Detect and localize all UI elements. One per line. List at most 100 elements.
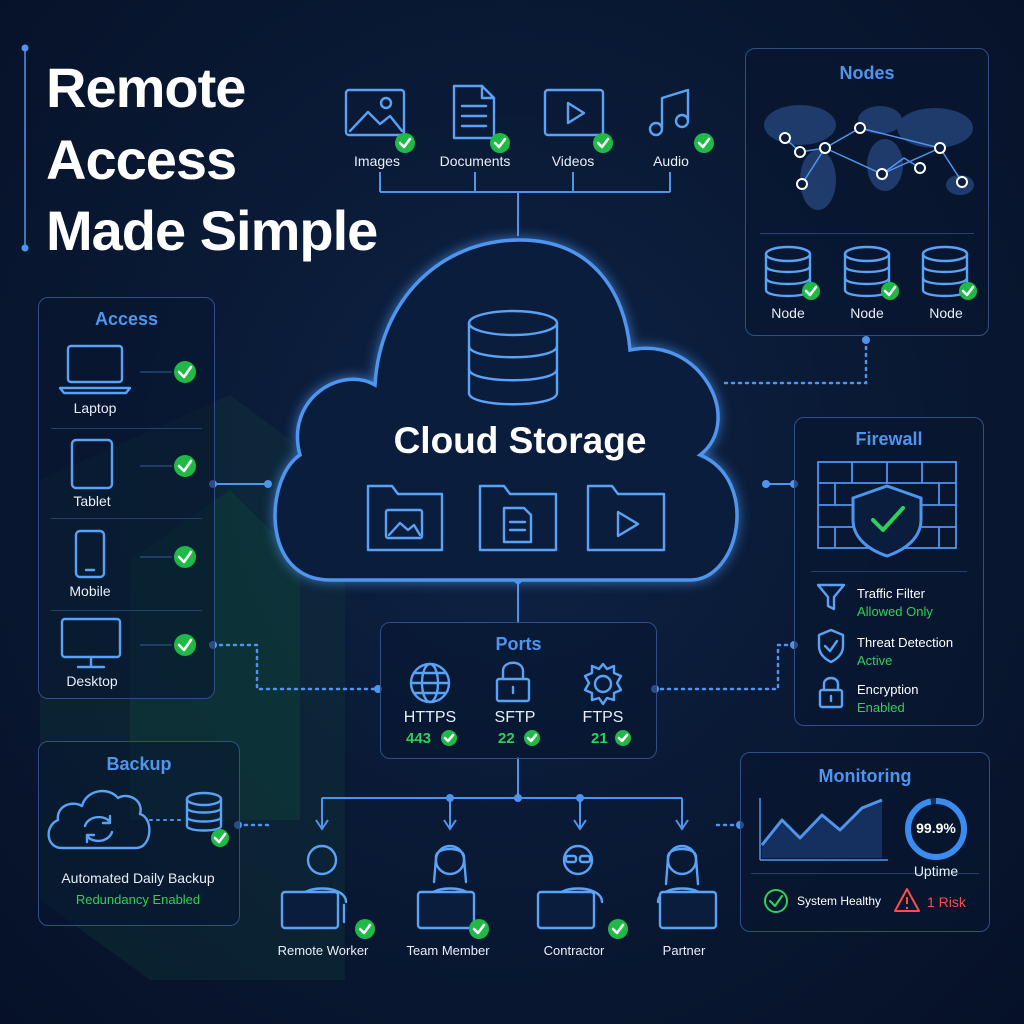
line-chart-icon — [759, 798, 888, 861]
database-icon — [185, 791, 229, 847]
divider — [751, 873, 979, 874]
media-label: Documents — [439, 153, 511, 169]
database-icon — [467, 309, 559, 406]
video-icon — [543, 88, 613, 153]
port-number: 21 — [591, 730, 608, 747]
uptime-gauge — [905, 798, 967, 860]
cloud-title: Cloud Storage — [393, 420, 647, 461]
mobile-icon — [74, 529, 196, 579]
media-label: Videos — [551, 153, 595, 169]
user-label: Remote Worker — [277, 943, 369, 958]
port-number: 22 — [498, 730, 515, 747]
firewall-item-status: Active — [857, 653, 893, 668]
media-icons — [344, 84, 714, 153]
node-label: Node — [850, 305, 884, 321]
divider — [811, 571, 967, 572]
lock-icon — [818, 676, 844, 709]
divider — [760, 233, 974, 234]
nodes-title: Nodes — [839, 63, 895, 83]
system-healthy-label: System Healthy — [797, 894, 882, 908]
monitoring-title: Monitoring — [818, 766, 912, 786]
backup-title: Backup — [106, 754, 172, 774]
uptime-label: Uptime — [913, 863, 959, 879]
user-label: Team Member — [406, 943, 490, 958]
partner-icon — [656, 844, 718, 930]
user-label: Partner — [662, 943, 706, 958]
check-icon — [441, 730, 457, 746]
document-icon — [452, 84, 510, 153]
media-label: Images — [354, 153, 400, 169]
risk-label: 1 Risk — [927, 894, 966, 910]
port-protocol: SFTP — [494, 709, 536, 726]
shield-icon — [817, 628, 845, 664]
music-icon — [648, 88, 714, 153]
video-folder-icon — [586, 484, 666, 552]
firewall-item-label: Encryption — [857, 682, 919, 697]
firewall-panel: Firewall — [794, 417, 984, 726]
team-member-icon — [416, 844, 489, 939]
backup-description: Automated Daily Backup — [61, 870, 215, 886]
tablet-icon — [70, 438, 196, 490]
divider — [51, 428, 202, 429]
firewall-item-status: Allowed Only — [857, 604, 933, 619]
desktop-icon — [60, 617, 196, 669]
access-item-label: Mobile — [69, 583, 111, 599]
database-icon — [921, 245, 977, 300]
node-label: Node — [929, 305, 963, 321]
divider — [51, 518, 202, 519]
warning-icon — [894, 888, 920, 912]
title-line-2: Access — [46, 127, 237, 191]
contractor-icon — [536, 844, 628, 939]
access-item-label: Tablet — [73, 493, 111, 509]
globe-icon — [409, 662, 451, 704]
divider — [51, 610, 202, 611]
port-protocol: HTTPS — [403, 709, 457, 726]
check-circle-icon — [764, 889, 788, 913]
access-title: Access — [94, 309, 159, 329]
uptime-value: 99.9% — [916, 820, 956, 836]
shield-check-icon — [851, 484, 923, 558]
lock-icon — [495, 661, 531, 703]
title-line-1: Remote — [46, 56, 246, 119]
laptop-icon — [58, 344, 196, 395]
image-icon — [344, 88, 415, 153]
document-folder-icon — [478, 484, 558, 552]
access-item-label: Desktop — [66, 673, 118, 689]
firewall-item-label: Traffic Filter — [857, 586, 925, 601]
media-label: Audio — [653, 153, 689, 169]
check-icon — [524, 730, 540, 746]
firewall-title: Firewall — [855, 429, 923, 449]
page-title: Remote Access Made Simple — [46, 52, 378, 267]
backup-panel: Backup — [38, 741, 240, 926]
firewall-item-status: Enabled — [857, 700, 905, 715]
funnel-icon — [816, 583, 846, 611]
database-icon — [843, 245, 899, 300]
database-icon — [764, 245, 820, 300]
image-folder-icon — [366, 484, 444, 552]
remote-worker-icon — [280, 844, 375, 939]
firewall-item-label: Threat Detection — [857, 635, 954, 650]
check-icon — [615, 730, 631, 746]
gear-icon — [583, 662, 623, 706]
title-line-3: Made Simple — [46, 199, 378, 263]
cloud-sync-icon — [47, 789, 151, 850]
backup-status: Redundancy Enabled — [75, 892, 201, 907]
port-protocol: FTPS — [582, 709, 624, 726]
ports-title: Ports — [495, 634, 542, 654]
nodes-panel: Nodes — [745, 48, 989, 336]
port-number: 443 — [406, 730, 432, 747]
node-label: Node — [771, 305, 805, 321]
user-label: Contractor — [543, 943, 605, 958]
ports-panel: Ports — [380, 622, 657, 759]
access-item-label: Laptop — [73, 400, 117, 416]
